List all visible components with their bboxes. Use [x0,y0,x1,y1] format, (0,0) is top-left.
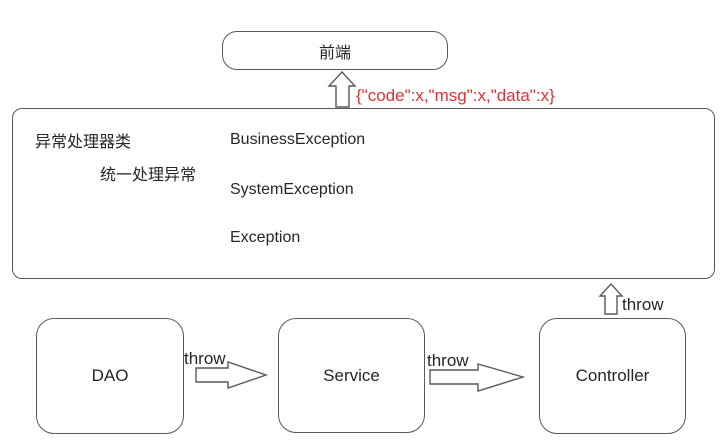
dao-node-label: DAO [91,366,129,385]
controller-node: Controller [539,318,686,434]
arrow-controller-to-handler-icon [598,282,624,315]
dao-node: DAO [36,318,184,434]
exception-item-exception: Exception [230,229,301,246]
frontend-node-label: 前端 [318,44,351,62]
frontend-node: 前端 [222,31,448,70]
arrow-up-to-frontend-icon [327,70,357,108]
handler-title: 异常处理器类 [35,134,132,151]
exception-handler-node [12,108,715,279]
service-node: Service [278,318,425,433]
handler-subtitle: 统一处理异常 [100,167,197,184]
controller-node-label: Controller [575,366,650,385]
throw-label-dao-service: throw [184,349,226,368]
exception-item-business: BusinessException [230,131,366,148]
service-node-label: Service [323,365,380,385]
exception-item-system: SystemException [230,181,354,198]
response-json-annotation: {"code":x,"msg":x,"data":x} [356,86,555,105]
throw-label-controller-handler: throw [622,295,664,314]
throw-label-service-controller: throw [427,351,469,370]
